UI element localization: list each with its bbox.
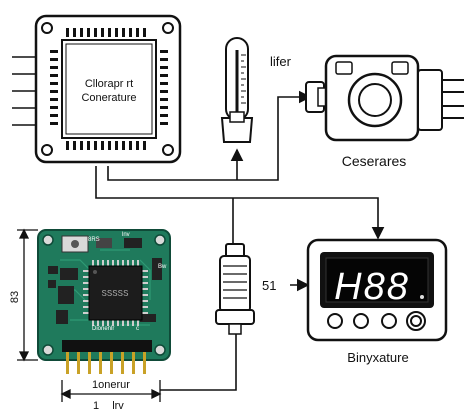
pcb-silk-right: Bw — [158, 264, 167, 270]
thermometer — [220, 37, 254, 143]
pcb-silk-top: lnv — [122, 232, 130, 238]
pcb-mount-holes — [42, 234, 166, 356]
probe-connector — [215, 243, 255, 335]
processor-module: Cllorapr rt Conerature — [12, 14, 182, 164]
thermometer-label: lifer — [270, 54, 292, 69]
pcb-mcu — [83, 260, 148, 326]
pcb-width-unit: lrv — [112, 400, 124, 412]
display-label: Binyxature — [347, 350, 408, 365]
pcb-dimension-lines — [17, 228, 162, 402]
processor-left-pins — [50, 50, 58, 125]
display-digits: H88 — [334, 266, 410, 308]
sensor-label: Ceserares — [342, 153, 407, 169]
pcb-chip-text: SSSSS — [101, 289, 128, 299]
pcb-header — [62, 340, 152, 374]
processor-top-pins — [66, 28, 146, 37]
connection-lines — [95, 90, 385, 391]
pcb-board: SSSSS 8RS lnv Dionenlr c Bw — [37, 229, 171, 374]
sensor-device — [305, 54, 464, 142]
display-buttons — [327, 311, 426, 331]
processor-label-line2: Conerature — [81, 92, 136, 104]
pcb-silk-mid: Dionenlr — [92, 326, 114, 332]
pcb-width-number: 1 — [93, 400, 99, 412]
pcb-silk-c: c — [136, 326, 139, 332]
display-unit — [306, 238, 448, 342]
pcb-silk-left: 8RS — [88, 237, 100, 243]
pcb-bottom-label: 1onerur — [92, 379, 130, 391]
processor-label-line1: Cllorapr rt — [85, 78, 133, 90]
processor-right-pins — [160, 50, 168, 125]
processor-bottom-pins — [66, 141, 146, 150]
processor-mount-holes — [41, 22, 174, 156]
pcb-height-label: 83 — [9, 291, 21, 303]
probe-label: 51 — [262, 278, 276, 293]
